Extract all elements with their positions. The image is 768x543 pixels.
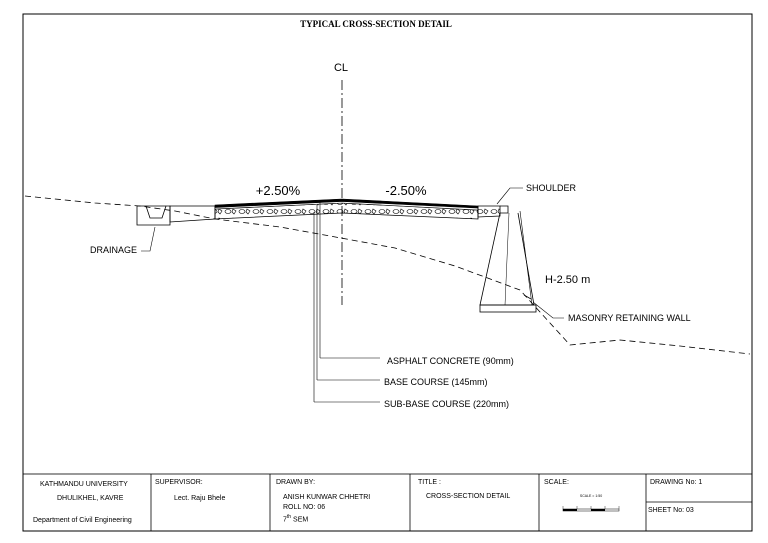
retaining-wall-leader: [532, 301, 564, 319]
right-edge: [500, 205, 509, 214]
ground-line: [24, 195, 751, 355]
layer-label-sub-base: SUB-BASE COURSE (220mm): [384, 399, 509, 409]
tb-institution-line2: DHULIKHEL, KAVRE: [57, 495, 124, 502]
retaining-wall-mid: [504, 212, 510, 306]
right-shoulder: [477, 205, 501, 218]
drawing-title: TYPICAL CROSS-SECTION DETAIL: [300, 19, 452, 29]
drainage-channel: [145, 205, 167, 219]
scale-bar: SCALE = 1:50: [562, 494, 620, 512]
height-leader: [523, 294, 532, 300]
tb-institution-line1: KATHMANDU UNIVERSITY: [40, 481, 128, 488]
tb-drawn-by-name: ANISH KUNWAR CHHETRI: [283, 494, 371, 501]
layer-label-base: BASE COURSE (145mm): [384, 377, 488, 387]
height-label: H-2.50 m: [545, 274, 590, 286]
tb-institution-line3: Department of Civil Engineering: [33, 517, 132, 524]
tb-semester-number: 7: [283, 516, 287, 524]
title-block: [22, 473, 753, 532]
retaining-wall-footing: [479, 304, 537, 313]
tb-roll-no: ROLL NO: 06: [283, 504, 326, 511]
shoulder-label: SHOULDER: [526, 183, 577, 193]
tb-supervisor-name: Lect. Raju Bhele: [174, 495, 226, 502]
tb-title-label: TITLE :: [418, 479, 441, 486]
tb-semester-text: SEM: [291, 516, 309, 524]
layer-label-asphalt: ASPHALT CONCRETE (90mm): [387, 356, 514, 366]
tb-drawing-no: DRAWING No: 1: [650, 479, 703, 486]
drainage-leader: [141, 226, 156, 252]
centerline-label: CL: [334, 62, 348, 74]
scale-bar-text: SCALE = 1:50: [580, 494, 602, 498]
drainage-ditch: [136, 205, 171, 226]
tb-semester-suffix: th: [286, 514, 292, 520]
slope-right: -2.50%: [385, 183, 427, 198]
left-shoulder: [169, 205, 216, 223]
tb-title-value: CROSS-SECTION DETAIL: [426, 493, 511, 500]
tb-scale-label: SCALE:: [544, 479, 569, 486]
sheet-border: [22, 13, 753, 532]
slope-left: +2.50%: [256, 183, 301, 198]
height-dim-line: [519, 210, 533, 306]
shoulder-leader: [496, 187, 523, 205]
tb-sheet-no: SHEET No: 03: [648, 507, 694, 514]
layer-leaders: [313, 202, 380, 403]
drainage-label: DRAINAGE: [90, 245, 137, 255]
tb-semester: 7th SEM: [283, 513, 308, 524]
tb-drawn-by-label: DRAWN BY:: [276, 479, 316, 486]
tb-supervisor-label: SUPERVISOR:: [155, 479, 203, 486]
retaining-wall-label: MASONRY RETAINING WALL: [568, 313, 691, 323]
